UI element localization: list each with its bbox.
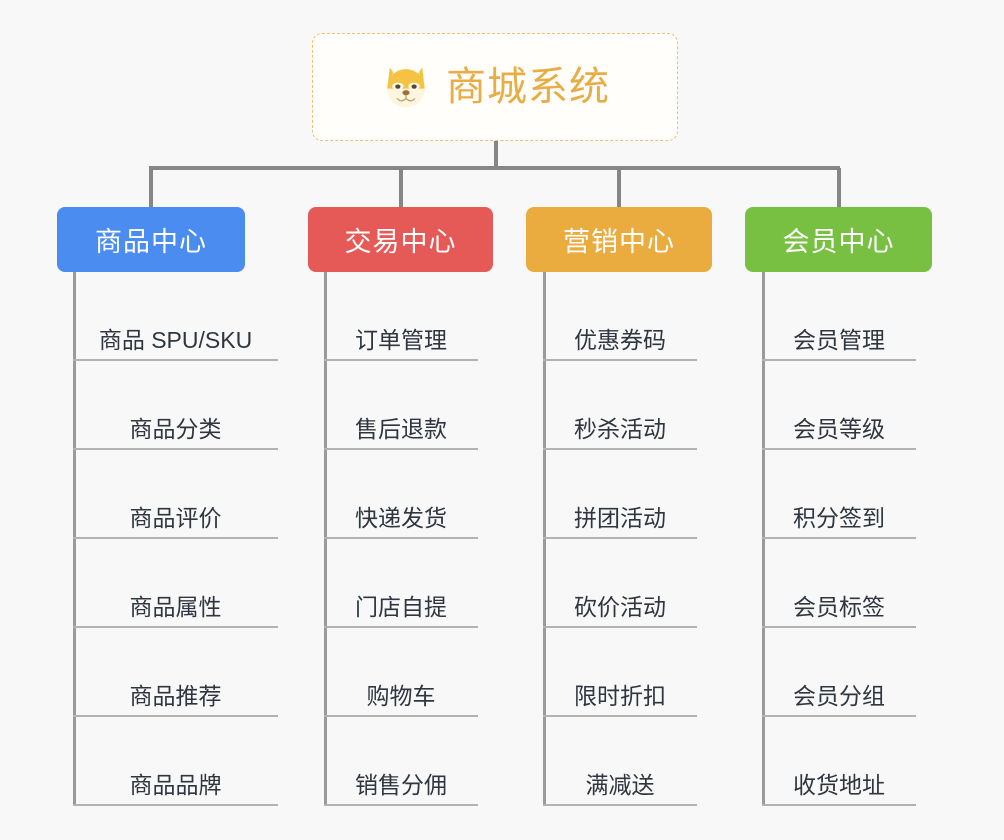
leaf-item[interactable]: 商品评价 bbox=[73, 450, 278, 539]
leaf-item-label: 商品评价 bbox=[129, 504, 222, 531]
leaf-item-label: 购物车 bbox=[366, 682, 436, 709]
category-label: 商品中心 bbox=[95, 227, 207, 257]
leaf-item[interactable]: 秒杀活动 bbox=[543, 361, 697, 450]
category-label: 会员中心 bbox=[782, 227, 895, 257]
leaf-item[interactable]: 会员分组 bbox=[762, 628, 916, 717]
leaf-item[interactable]: 销售分佣 bbox=[324, 717, 478, 806]
leaf-item[interactable]: 积分签到 bbox=[762, 450, 916, 539]
leaf-item[interactable]: 商品 SPU/SKU bbox=[73, 272, 278, 361]
leaf-item-label: 拼团活动 bbox=[574, 504, 666, 531]
connector-drop-1 bbox=[149, 168, 153, 208]
connector-drop-4 bbox=[836, 168, 841, 208]
leaf-item-label: 会员标签 bbox=[793, 593, 885, 620]
leaf-item-label: 售后退款 bbox=[355, 415, 447, 442]
leaf-item[interactable]: 限时折扣 bbox=[543, 628, 697, 717]
leaf-item[interactable]: 收货地址 bbox=[762, 717, 916, 806]
dog-face-icon bbox=[387, 67, 425, 108]
leaf-item-label: 会员分组 bbox=[793, 682, 885, 709]
root-node[interactable]: 商城系统 bbox=[312, 33, 678, 141]
connector-root-stem bbox=[494, 141, 498, 169]
leaf-item-label: 收货地址 bbox=[793, 771, 885, 798]
leaf-item[interactable]: 会员管理 bbox=[762, 272, 916, 361]
leaf-item[interactable]: 快递发货 bbox=[324, 450, 478, 539]
leaf-item-label: 积分签到 bbox=[793, 504, 885, 531]
category-label: 交易中心 bbox=[344, 227, 457, 257]
leaf-item[interactable]: 商品属性 bbox=[73, 539, 278, 628]
leaf-item-label: 会员等级 bbox=[793, 415, 885, 442]
branch-trunk bbox=[324, 272, 327, 806]
category-box-3[interactable]: 营销中心 bbox=[526, 207, 712, 272]
category-label: 营销中心 bbox=[563, 227, 675, 257]
branch-trunk bbox=[762, 272, 765, 806]
branch-trunk bbox=[543, 272, 546, 806]
category-box-4[interactable]: 会员中心 bbox=[745, 207, 932, 272]
leaf-item-label: 满减送 bbox=[585, 771, 655, 798]
leaf-item[interactable]: 会员标签 bbox=[762, 539, 916, 628]
leaf-item-label: 秒杀活动 bbox=[574, 415, 666, 442]
leaf-item-label: 优惠券码 bbox=[574, 326, 666, 353]
leaf-item[interactable]: 拼团活动 bbox=[543, 450, 697, 539]
leaf-item-label: 会员管理 bbox=[793, 326, 885, 353]
branch-column-3: 优惠券码秒杀活动拼团活动砍价活动限时折扣满减送 bbox=[543, 272, 697, 806]
leaf-item-label: 商品属性 bbox=[129, 593, 222, 620]
leaf-item[interactable]: 优惠券码 bbox=[543, 272, 697, 361]
leaf-item-label: 限时折扣 bbox=[574, 682, 666, 709]
connector-drop-2 bbox=[398, 168, 403, 208]
leaf-item[interactable]: 商品品牌 bbox=[73, 717, 278, 806]
leaf-item[interactable]: 购物车 bbox=[324, 628, 478, 717]
leaf-item[interactable]: 售后退款 bbox=[324, 361, 478, 450]
leaf-item[interactable]: 门店自提 bbox=[324, 539, 478, 628]
leaf-item-label: 商品分类 bbox=[129, 415, 222, 442]
category-box-1[interactable]: 商品中心 bbox=[57, 207, 245, 272]
leaf-item[interactable]: 商品分类 bbox=[73, 361, 278, 450]
leaf-item-label: 商品推荐 bbox=[129, 682, 222, 709]
branch-trunk bbox=[73, 272, 76, 806]
connector-horizontal-bus bbox=[149, 166, 840, 170]
branch-column-2: 订单管理售后退款快递发货门店自提购物车销售分佣 bbox=[324, 272, 478, 806]
root-title: 商城系统 bbox=[446, 65, 610, 109]
leaf-item[interactable]: 会员等级 bbox=[762, 361, 916, 450]
leaf-item-label: 商品 SPU/SKU bbox=[98, 326, 253, 353]
category-box-2[interactable]: 交易中心 bbox=[308, 207, 493, 272]
branch-column-4: 会员管理会员等级积分签到会员标签会员分组收货地址 bbox=[762, 272, 916, 806]
leaf-item[interactable]: 满减送 bbox=[543, 717, 697, 806]
branch-column-1: 商品 SPU/SKU 商品分类商品评价商品属性商品推荐商品品牌 bbox=[73, 272, 278, 806]
leaf-item-label: 订单管理 bbox=[355, 326, 447, 353]
leaf-item[interactable]: 商品推荐 bbox=[73, 628, 278, 717]
leaf-item-label: 门店自提 bbox=[355, 593, 447, 620]
leaf-item[interactable]: 订单管理 bbox=[324, 272, 478, 361]
leaf-item-label: 快递发货 bbox=[355, 504, 447, 531]
leaf-item-label: 砍价活动 bbox=[574, 593, 666, 620]
connector-drop-3 bbox=[617, 168, 621, 208]
leaf-item[interactable]: 砍价活动 bbox=[543, 539, 697, 628]
leaf-item-label: 销售分佣 bbox=[355, 771, 447, 798]
leaf-item-label: 商品品牌 bbox=[129, 771, 222, 798]
